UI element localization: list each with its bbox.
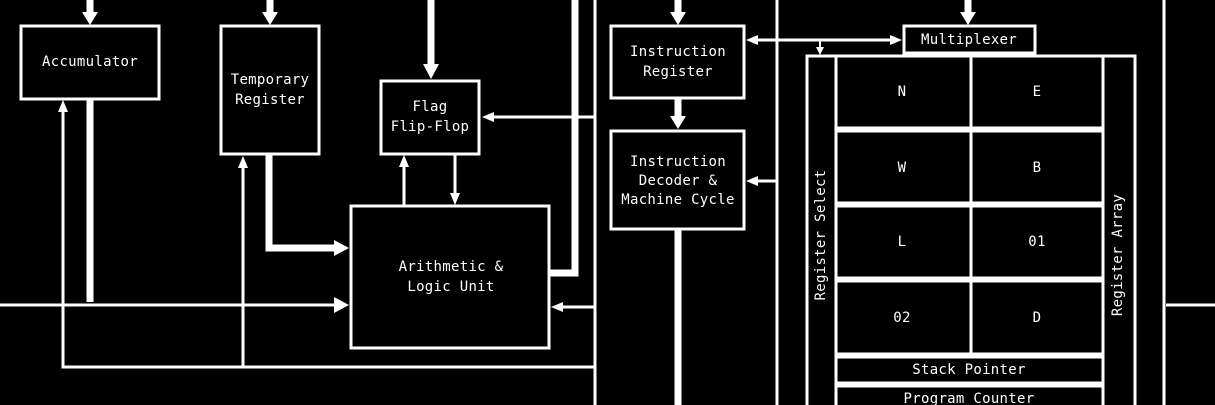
register-grid: N E W B L 01 02 D xyxy=(834,54,1105,356)
multiplexer-block: Multiplexer xyxy=(902,24,1037,55)
arrow-accumulator-in xyxy=(82,12,98,25)
alu-block: Arithmetic & Logic Unit xyxy=(349,204,551,350)
instruction-decoder-block: Instruction Decoder & Machine Cycle xyxy=(609,129,746,231)
flag-label-line2: Flip-Flop xyxy=(391,119,470,135)
register-cell xyxy=(834,204,973,280)
temp-to-alu-line xyxy=(265,154,334,252)
arrow-bus-to-flag xyxy=(482,112,494,122)
register-label: E xyxy=(1033,84,1042,100)
register-label: D xyxy=(1033,310,1042,326)
arrow-bus-to-decoder xyxy=(746,176,758,186)
register-label: 01 xyxy=(1028,234,1045,250)
register-label: L xyxy=(898,234,907,250)
program-counter-block: Program Counter xyxy=(834,384,1105,405)
arrow-flag-to-alu xyxy=(450,193,460,205)
arrow-ir-to-mux xyxy=(890,35,902,45)
ir-label-line1: Instruction xyxy=(630,44,726,60)
temporary-register-block: Temporary Register xyxy=(219,24,321,156)
feedback-line xyxy=(61,112,595,369)
decoder-label-line3: Machine Cycle xyxy=(621,192,734,208)
accumulator-block: Accumulator xyxy=(19,24,161,101)
arrowheads xyxy=(58,12,976,313)
arrow-temp-in xyxy=(262,12,278,25)
ir-label-line2: Register xyxy=(643,64,713,80)
register-cell xyxy=(834,54,973,130)
arrow-ir-in xyxy=(670,12,686,25)
arrow-bus-to-alu xyxy=(551,302,563,312)
arrow-temp-to-alu xyxy=(334,240,349,256)
instruction-register-block: Instruction Register xyxy=(609,24,746,100)
arrow-main-to-alu xyxy=(334,297,349,313)
register-cell xyxy=(969,129,1105,205)
arrow-flag-in xyxy=(423,64,439,79)
register-label: N xyxy=(898,84,907,100)
alu-label-line2: Logic Unit xyxy=(407,279,494,295)
stack-pointer-block: Stack Pointer xyxy=(834,355,1105,385)
register-cell xyxy=(834,129,973,205)
register-cell xyxy=(969,279,1105,356)
decoder-label-line1: Instruction xyxy=(630,154,726,170)
register-label: W xyxy=(898,160,907,176)
alu-output-line xyxy=(550,0,579,277)
arrow-feedback-temp xyxy=(238,156,248,168)
temporary-register-label-line1: Temporary xyxy=(231,72,310,88)
register-cell xyxy=(969,54,1105,130)
accumulator-label: Accumulator xyxy=(42,54,138,70)
flag-label-line1: Flag xyxy=(413,99,448,115)
register-select-label: Register Select xyxy=(813,170,829,301)
alu-label-line1: Arithmetic & xyxy=(399,259,504,275)
register-cell xyxy=(969,204,1105,280)
register-array-label: Register Array xyxy=(1110,194,1126,316)
decoder-label-line2: Decoder & xyxy=(639,173,718,189)
register-label: B xyxy=(1033,160,1042,176)
register-label: 02 xyxy=(893,310,910,326)
multiplexer-label: Multiplexer xyxy=(921,32,1017,48)
arrow-alu-to-flag xyxy=(399,155,409,167)
flag-flip-flop-block: Flag Flip-Flop xyxy=(379,79,481,156)
arrow-feedback-accumulator xyxy=(58,100,68,112)
register-cell xyxy=(834,279,973,356)
temporary-register-label-line2: Register xyxy=(235,92,305,108)
stack-pointer-label: Stack Pointer xyxy=(912,362,1025,378)
arrow-decoder-in xyxy=(670,116,686,129)
arrow-mux-to-select xyxy=(816,47,824,55)
arrow-mux-in xyxy=(960,12,976,25)
arrow-mux-to-ir xyxy=(746,35,758,45)
program-counter-label: Program Counter xyxy=(904,391,1035,405)
